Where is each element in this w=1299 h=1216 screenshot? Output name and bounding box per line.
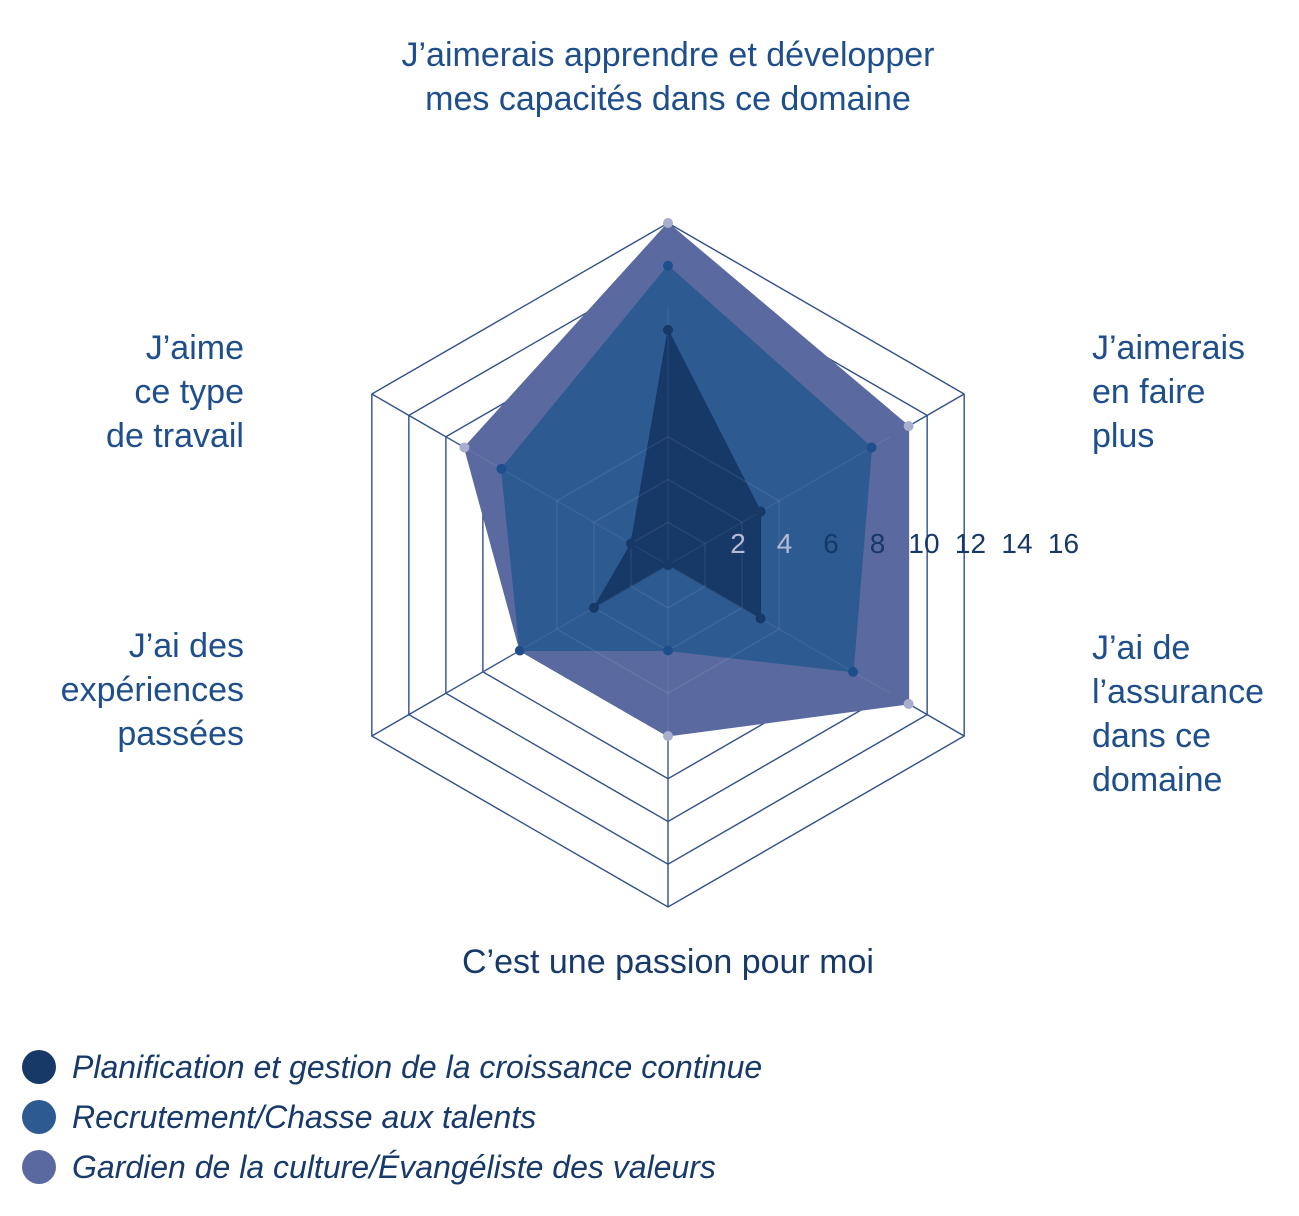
tick-label-14: 14 bbox=[1001, 528, 1032, 559]
tick-label-8: 8 bbox=[870, 528, 886, 559]
series-2-point-3 bbox=[663, 560, 673, 570]
series-1-point-5 bbox=[496, 463, 507, 474]
inner-ring-6 bbox=[556, 436, 780, 694]
inner-spoke-4 bbox=[445, 564, 669, 694]
tick-label-12: 12 bbox=[955, 528, 986, 559]
inner-spoke-1 bbox=[667, 436, 891, 566]
series-0-point-5 bbox=[459, 442, 470, 453]
series-1-point-4 bbox=[514, 645, 525, 656]
legend-label-culture: Gardien de la culture/Évangéliste des va… bbox=[72, 1148, 716, 1185]
tick-label-10: 10 bbox=[908, 528, 939, 559]
tick-label-4: 4 bbox=[777, 528, 793, 559]
tick-label-6: 6 bbox=[823, 528, 839, 559]
series-2-point-0 bbox=[663, 324, 673, 335]
radar-points bbox=[459, 218, 914, 741]
axis-label-learn: J’aimerais apprendre et développer mes c… bbox=[401, 36, 935, 118]
tick-label-16: 16 bbox=[1048, 528, 1079, 559]
legend-swatch-planning bbox=[22, 1050, 56, 1084]
legend-swatch-culture bbox=[22, 1150, 56, 1184]
series-0-point-1 bbox=[903, 421, 914, 432]
series-1-point-0 bbox=[663, 260, 673, 271]
radar-series bbox=[463, 222, 910, 737]
axis-label-do-more: J’aimerais en faire plus bbox=[1092, 329, 1246, 455]
axis-label-experience: J’ai des expériences passées bbox=[60, 627, 244, 753]
series-1-point-1 bbox=[866, 442, 877, 453]
series-0-point-3 bbox=[663, 731, 673, 741]
series-2-point-4 bbox=[588, 602, 599, 613]
legend-item-planning: Planification et gestion de la croissanc… bbox=[22, 1042, 762, 1092]
legend-item-culture: Gardien de la culture/Évangéliste des va… bbox=[22, 1142, 762, 1192]
axis-label-passion: C’est une passion pour moi bbox=[461, 943, 874, 981]
axis-label-like-work: J’aime ce type de travail bbox=[106, 329, 244, 455]
legend-swatch-recruiting bbox=[22, 1100, 56, 1134]
series-1-point-3 bbox=[663, 645, 673, 656]
series-2-point-1 bbox=[755, 506, 766, 517]
tick-label-2: 2 bbox=[730, 528, 746, 559]
legend-label-recruiting: Recrutement/Chasse aux talents bbox=[72, 1098, 537, 1135]
series-0-point-2 bbox=[903, 698, 914, 709]
series-0-point-0 bbox=[663, 218, 673, 228]
series-2-point-2 bbox=[755, 613, 766, 624]
series-2-point-5 bbox=[625, 538, 636, 549]
legend-label-planning: Planification et gestion de la croissanc… bbox=[72, 1048, 763, 1085]
axis-label-confidence: J’ai de l’assurance dans ce domaine bbox=[1092, 629, 1264, 799]
legend: Planification et gestion de la croissanc… bbox=[22, 1042, 762, 1192]
series-1-point-2 bbox=[848, 666, 859, 677]
legend-item-recruiting: Recrutement/Chasse aux talents bbox=[22, 1092, 762, 1142]
